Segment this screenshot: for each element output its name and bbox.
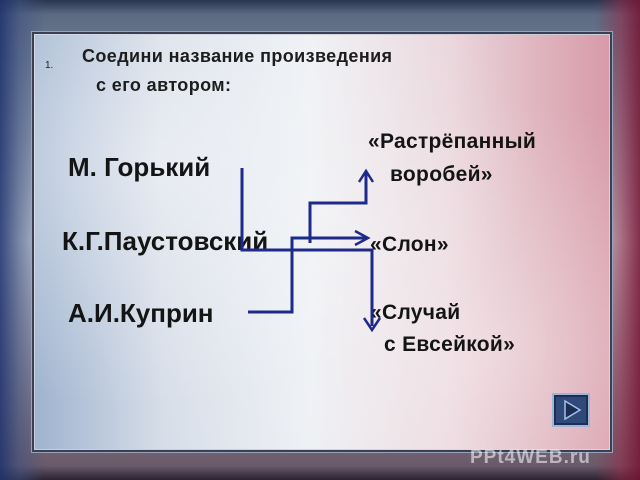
author-gorky: М. Горький (68, 152, 211, 182)
work-evseyka-line2: с Евсейкой» (384, 333, 516, 356)
arrowhead-elephant (354, 229, 371, 247)
work-elephant: «Слон» (370, 233, 449, 256)
question-number: 1. (45, 60, 54, 71)
next-slide-button[interactable] (552, 393, 590, 427)
question-text-line1: Соедини название произведения (82, 46, 393, 66)
slide-panel (32, 32, 612, 452)
connector-gorky-evseyka (240, 168, 374, 326)
connector-kuprin-elephant (248, 236, 368, 314)
work-sparrow-line1: «Растрёпанный (368, 130, 537, 153)
author-paustovsky: К.Г.Паустовский (62, 226, 269, 256)
question-text-line2: с его автором: (96, 75, 232, 95)
arrowhead-sparrow (357, 168, 375, 183)
author-kuprin: А.И.Куприн (68, 298, 214, 328)
play-next-icon (564, 399, 582, 421)
work-sparrow-line2: воробей» (390, 163, 493, 186)
arrowhead-evseyka (362, 317, 382, 333)
work-evseyka-line1: «Случай (370, 301, 461, 324)
watermark: PPt4WEB.ru (470, 447, 591, 468)
connector-paustovsky-sparrow (308, 172, 368, 243)
